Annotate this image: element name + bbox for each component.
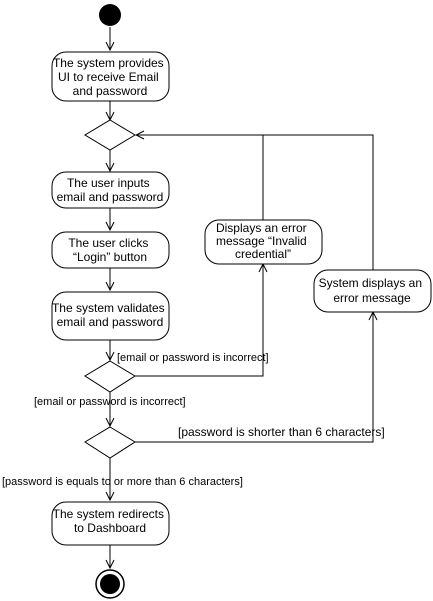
action-user-inputs-line-2: email and password (57, 190, 164, 204)
action-system-validates-line-2: email and password (57, 315, 164, 329)
action-system-validates: The system validates email and password (51, 291, 170, 341)
svg-text:System displays an error: System displays an error message (319, 276, 426, 305)
action-provide-ui-line-1: The system provides (53, 56, 164, 70)
action-user-clicks-login: The user clicks “Login” button (51, 231, 170, 269)
action-user-inputs-line-1: The user inputs (67, 176, 150, 190)
final-node (95, 569, 125, 599)
svg-text:The user clicks “Login”: The user clicks “Login” button (68, 236, 151, 264)
svg-text:The system redirects to: The system redirects to Dashboard (53, 507, 168, 535)
action-user-inputs: The user inputs email and password (51, 171, 170, 209)
decision-credentials (84, 360, 136, 393)
edge-decision-length-to-error-message (135, 312, 373, 443)
guard-long-enough: [password is equals to or more than 6 ch… (2, 476, 243, 488)
action-invalid-credential: Displays an error message “Invalid crede… (204, 219, 323, 265)
decision-password-length (84, 426, 136, 459)
action-system-validates-line-1: The system validates (52, 301, 165, 315)
action-invalid-credential-line-1: Displays an error (216, 221, 307, 235)
svg-text:The system validates ema: The system validates email and password (52, 301, 168, 329)
action-user-clicks-line-2: “Login” button (73, 250, 147, 264)
guard-incorrect-right: [email or password is incorrect] (117, 352, 269, 364)
action-invalid-credential-line-2: message “Invalid (216, 234, 307, 248)
initial-node (99, 4, 121, 26)
action-system-redirects: The system redirects to Dashboard (51, 501, 170, 546)
action-invalid-credential-line-3: credential” (235, 247, 291, 261)
svg-text:The user inputs email an: The user inputs email and password (57, 176, 164, 204)
action-provide-ui-line-2: UI to receive Email (58, 70, 159, 84)
guard-incorrect-down: [email or password is incorrect] (34, 396, 186, 408)
action-system-redirects-line-1: The system redirects (53, 507, 164, 521)
guard-too-short: [password is shorter than 6 characters] (178, 425, 385, 439)
action-provide-ui: The system provides UI to receive Email … (51, 51, 170, 102)
svg-text:The system provides UI t: The system provides UI to receive Email … (53, 56, 167, 98)
edge-error-message-to-merge (263, 134, 374, 270)
action-provide-ui-line-3: and password (73, 84, 148, 98)
action-user-clicks-line-1: The user clicks (68, 236, 148, 250)
svg-text:Displays an error messag: Displays an error message “Invalid crede… (216, 221, 310, 261)
action-system-displays-error: System displays an error message (313, 269, 432, 313)
action-system-redirects-line-2: to Dashboard (74, 521, 146, 535)
merge-node (84, 119, 136, 151)
action-system-displays-error-line-2: error message (333, 291, 411, 305)
edge-decision-credentials-to-invalid-credential (135, 264, 263, 377)
action-system-displays-error-line-1: System displays an (319, 276, 422, 290)
edges (110, 27, 373, 568)
